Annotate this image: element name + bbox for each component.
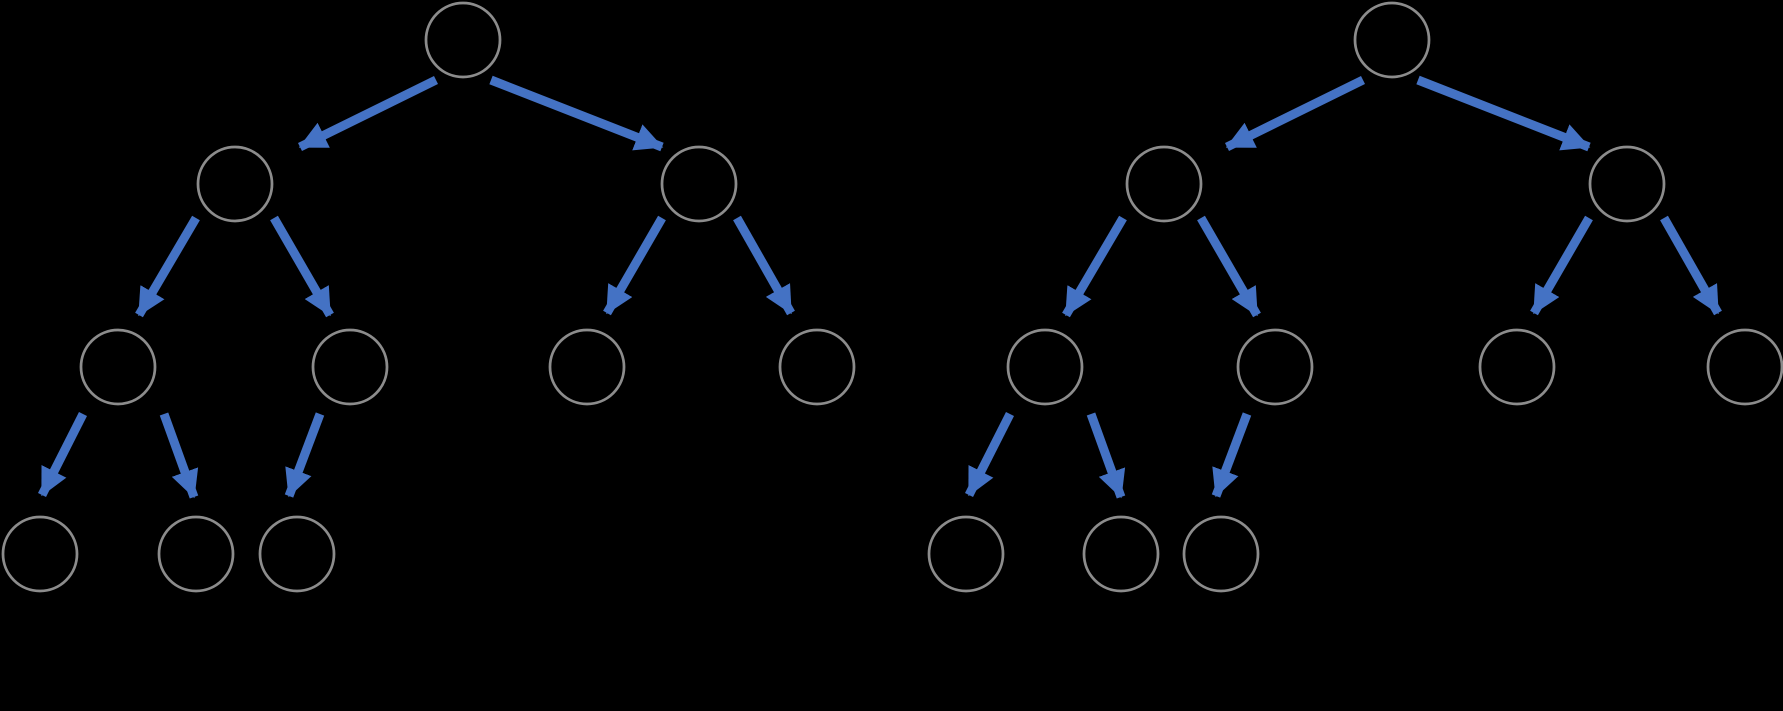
- tree-2-edge-root-to-n2-arrow: [1416, 75, 1591, 152]
- tree-1-edge-n1-to-n3-arrow: [135, 215, 200, 318]
- tree-1-edge-n2-to-n6-arrow: [733, 215, 795, 316]
- tree-2-edge-n4-to-n9-arrow: [1211, 412, 1252, 498]
- tree-1-node-n9: [258, 515, 336, 593]
- tree-1-edge-root-to-n1-arrow: [298, 75, 438, 152]
- tree-2-node-n5: [1478, 328, 1556, 406]
- tree-2-edge-root-to-n1-arrow: [1225, 75, 1365, 152]
- tree-1-node-n5: [548, 328, 626, 406]
- tree-2-edge-n2-to-n5-arrow: [1530, 215, 1593, 316]
- tree-1-node-n6: [778, 328, 856, 406]
- tree-2-node-n6: [1706, 328, 1783, 406]
- tree-1-node-n4: [311, 328, 389, 406]
- tree-right: [927, 1, 1783, 593]
- tree-1-node-n3: [79, 328, 157, 406]
- tree-1-edge-n2-to-n5-arrow: [603, 215, 666, 316]
- tree-1-node-root: [424, 1, 502, 79]
- tree-1-node-n8: [157, 515, 235, 593]
- tree-1-edge-n4-to-n9-arrow: [284, 412, 325, 498]
- tree-2-node-n2: [1588, 145, 1666, 223]
- tree-2-node-root: [1353, 1, 1431, 79]
- tree-2-node-n1: [1125, 145, 1203, 223]
- tree-1-node-n2: [660, 145, 738, 223]
- tree-2-node-n3: [1006, 328, 1084, 406]
- tree-2-edge-n3-to-n8-arrow: [1086, 412, 1126, 499]
- tree-2-node-n4: [1236, 328, 1314, 406]
- tree-1-edge-n1-to-n4-arrow: [270, 215, 334, 318]
- tree-1-edge-root-to-n2-arrow: [489, 75, 664, 152]
- tree-1-node-n1: [196, 145, 274, 223]
- tree-1-edge-n3-to-n7-arrow: [37, 411, 88, 498]
- tree-1-node-n7: [1, 515, 79, 593]
- tree-2-node-n7: [927, 515, 1005, 593]
- tree-2-edge-n1-to-n4-arrow: [1197, 215, 1261, 318]
- tree-2-node-n9: [1182, 515, 1260, 593]
- tree-2-node-n8: [1082, 515, 1160, 593]
- tree-2-edge-n1-to-n3-arrow: [1062, 215, 1127, 318]
- tree-2-edge-n2-to-n6-arrow: [1660, 215, 1722, 316]
- tree-2-edge-n3-to-n7-arrow: [964, 411, 1015, 498]
- tree-left: [1, 1, 856, 593]
- tree-1-edge-n3-to-n8-arrow: [159, 412, 199, 499]
